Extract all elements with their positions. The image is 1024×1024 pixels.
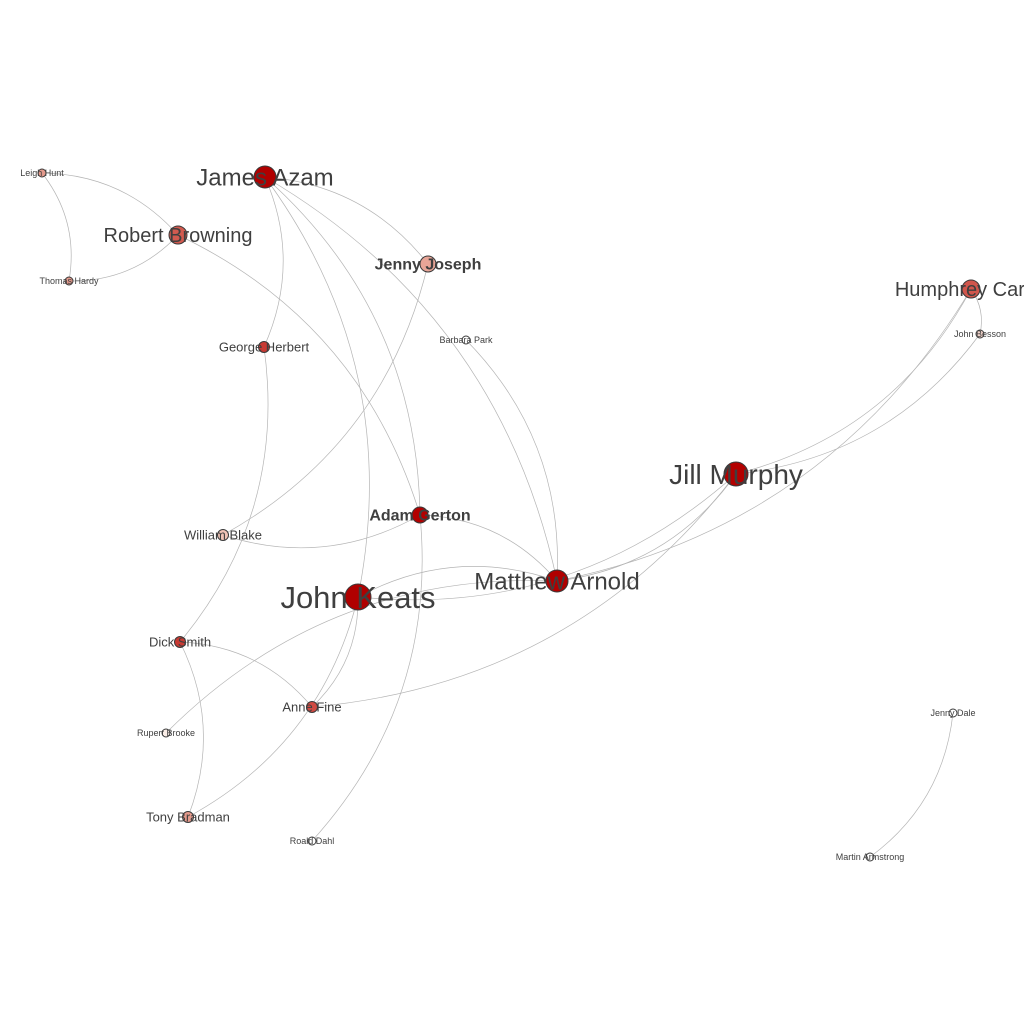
node-john-besson[interactable]: [975, 329, 985, 339]
edge-john-keats-anne-fine: [311, 596, 359, 708]
node-martin-armstrong[interactable]: [865, 852, 875, 862]
node-label-john-besson: John Besson: [954, 329, 1006, 339]
edge-humphrey-carpenter-jill-murphy: [735, 288, 972, 475]
node-label-leigh-hunt: Leigh Hunt: [20, 168, 64, 178]
node-dick-smith[interactable]: [174, 636, 186, 648]
edge-adam-gerton-william-blake: [222, 514, 421, 549]
node-roald-dahl[interactable]: [307, 836, 317, 846]
node-robert-browning[interactable]: [168, 225, 188, 245]
node-label-tony-bradman: Tony Bradman: [146, 810, 230, 825]
edge-robert-browning-adam-gerton: [177, 234, 421, 516]
node-label-anne-fine: Anne Fine: [282, 700, 341, 715]
node-label-robert-browning: Robert Browning: [104, 225, 253, 247]
edge-george-herbert-dick-smith: [179, 346, 269, 643]
edge-adam-gerton-matthew-arnold: [419, 514, 558, 582]
node-anne-fine[interactable]: [306, 701, 318, 713]
nodes-layer: [37, 165, 985, 862]
edges-layer: [41, 172, 982, 858]
edge-leigh-hunt-thomas-hardy: [41, 172, 72, 282]
edge-robert-browning-thomas-hardy: [68, 234, 179, 282]
edge-james-azam-jenny-joseph: [264, 176, 429, 265]
edge-jenny-joseph-william-blake: [222, 263, 429, 536]
node-jill-murphy[interactable]: [723, 461, 749, 487]
edge-humphrey-carpenter-matthew-arnold: [556, 288, 972, 582]
node-label-thomas-hardy: Thomas Hardy: [39, 276, 99, 286]
edge-rupert-brooke-matthew-arnold: [165, 580, 558, 734]
edge-adam-gerton-roald-dahl: [311, 514, 423, 842]
node-label-roald-dahl: Roald Dahl: [290, 836, 335, 846]
node-label-barbara-park: Barbara Park: [439, 335, 493, 345]
node-jenny-dale[interactable]: [948, 708, 958, 718]
node-label-john-keats: John Keats: [280, 580, 435, 615]
node-label-jenny-dale: Jenny Dale: [930, 708, 975, 718]
edge-leigh-hunt-robert-browning: [41, 172, 179, 236]
edge-john-keats-tony-bradman: [187, 596, 359, 818]
edge-jill-murphy-matthew-arnold: [556, 473, 737, 582]
edge-jenny-dale-martin-armstrong: [869, 712, 954, 858]
node-barbara-park[interactable]: [461, 335, 471, 345]
node-label-martin-armstrong: Martin Armstrong: [836, 852, 905, 862]
node-label-rupert-brooke: Rupert Brooke: [137, 728, 195, 738]
node-label-dick-smith: Dick Smith: [149, 635, 211, 650]
node-humphrey-carpenter[interactable]: [961, 279, 981, 299]
node-jenny-joseph[interactable]: [419, 255, 437, 273]
edge-james-azam-adam-gerton: [264, 176, 421, 516]
node-label-humphrey-carpenter: Humphrey Carpe: [895, 279, 1024, 301]
edge-john-besson-jill-murphy: [735, 333, 981, 475]
node-label-jill-murphy: Jill Murphy: [669, 459, 803, 490]
node-label-jenny-joseph: Jenny Joseph: [375, 257, 482, 274]
node-john-keats[interactable]: [344, 583, 372, 611]
edge-dick-smith-tony-bradman: [179, 641, 204, 818]
node-tony-bradman[interactable]: [182, 811, 194, 823]
node-label-george-herbert: George Herbert: [219, 340, 310, 355]
node-thomas-hardy[interactable]: [64, 276, 74, 286]
node-label-matthew-arnold: Matthew Arnold: [474, 568, 639, 595]
edge-james-azam-john-keats: [264, 176, 370, 598]
node-matthew-arnold[interactable]: [545, 569, 569, 593]
edge-dick-smith-anne-fine: [179, 641, 313, 708]
node-george-herbert[interactable]: [258, 341, 270, 353]
node-rupert-brooke[interactable]: [161, 728, 171, 738]
edge-barbara-park-matthew-arnold: [465, 339, 558, 582]
edge-jill-murphy-anne-fine: [311, 473, 737, 708]
edge-james-azam-matthew-arnold: [264, 176, 558, 582]
node-label-adam-gerton: Adam Gerton: [369, 508, 470, 525]
node-james-azam[interactable]: [253, 165, 277, 189]
node-adam-gerton[interactable]: [411, 506, 429, 524]
edge-james-azam-george-herbert: [263, 176, 284, 348]
edge-john-keats-matthew-arnold: [357, 566, 558, 598]
node-label-james-azam: James Azam: [196, 164, 333, 191]
node-label-william-blake: William Blake: [184, 528, 262, 543]
node-leigh-hunt[interactable]: [37, 168, 47, 178]
node-william-blake[interactable]: [217, 529, 229, 541]
